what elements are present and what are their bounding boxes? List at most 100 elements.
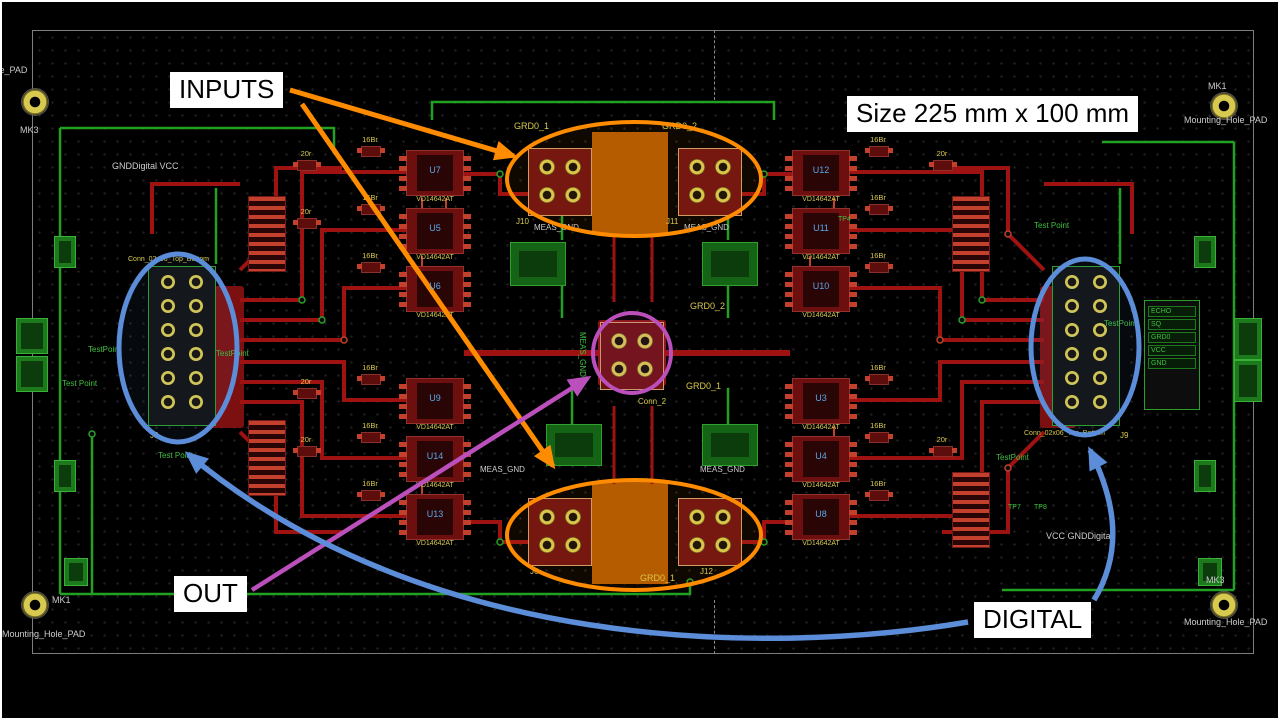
io-pin-label: SQ [1148,319,1196,331]
silkscreen-label: TestPoint [88,345,121,354]
red-traces [150,166,1134,544]
ic-designator: U6 [429,281,441,291]
silkscreen-label: Conn_2 [638,397,667,406]
silkscreen-label: Mounting_Hole_PAD [1184,115,1268,125]
edge-connector [1234,360,1262,402]
out-callout-label: OUT [174,576,247,612]
silkscreen-label: Mounting_Hole_PAD [0,65,28,75]
mounting-hole [1211,93,1237,119]
ic-designator: U9 [429,393,441,403]
io-pin-label: GND [1148,358,1196,370]
ic-part-number: VD14642AT [416,312,454,319]
component-label: 16Br [870,251,886,260]
ic-designator: U14 [426,451,444,461]
silkscreen-label: VCC GNDDigital [1046,531,1113,541]
silkscreen-label: Test Point [62,379,98,388]
highlight-inputs-top [505,120,763,238]
component-label: 20r [300,207,312,216]
silkscreen-label: GRD0_1 [686,381,722,391]
silkscreen-label: TP8 [1034,504,1047,511]
silkscreen-label: MEAS_GND [480,465,525,474]
mounting-hole [1211,592,1237,618]
silkscreen-label: MEAS_GND [700,465,745,474]
ic-part-number: VD14642AT [802,424,840,431]
silkscreen-label: TestPoint [216,350,249,358]
edge-connector [64,558,88,586]
resistor-network [248,420,286,496]
passive-component [357,262,385,273]
passive-component [357,432,385,443]
component-label: 20r [300,149,312,158]
edge-connector [1194,460,1216,492]
connector-4pad [678,498,742,566]
io-pin-label: ECHO [1148,306,1196,318]
passive-component [293,218,321,229]
silkscreen-label: Mounting_Hole_PAD [2,629,86,639]
resistor-network [952,196,990,272]
edge-connector [1194,236,1216,268]
component-label: 16Br [870,135,886,144]
highlight-out-center [591,311,673,395]
silkscreen-label: Test Point [1034,221,1070,230]
digital-callout-label: DIGITAL [974,602,1092,638]
silkscreen-label: Conn_02x06_Top_Bottom [128,256,209,263]
silkscreen-label: MK1 [52,595,71,605]
silkscreen-label: MK1 [1208,81,1227,91]
connector-2x6 [148,266,216,426]
ic-designator: U5 [429,223,441,233]
copper-zone-top [592,132,668,234]
mounting-hole [22,89,48,115]
component-label: 20r [936,149,948,158]
silkscreen-label: J12 [700,568,713,576]
passive-component [865,262,893,273]
passive-component [357,490,385,501]
silkscreen-label: Mounting_Hole_PAD [1184,617,1268,627]
silkscreen-label: MEAS_GND [534,223,579,232]
ic-part-number: VD14642AT [416,540,454,547]
ic-designator: U10 [812,281,830,291]
passive-component [357,374,385,385]
io-pin-label: VCC [1148,345,1196,357]
silkscreen-label: GNDDigital VCC [112,161,179,171]
component-label: 16Br [362,479,378,488]
silkscreen-label: J6 [530,567,539,576]
silkscreen-label: GRD0_1 [514,121,550,131]
green-traces [58,100,1236,596]
edge-connector [1234,318,1262,360]
ic-part-number: VD14642AT [802,312,840,319]
crosshair-mark-bottom [714,600,715,654]
silkscreen-label: Test Point [158,451,194,460]
ic-part-number: VD14642AT [416,196,454,203]
ic-part-number: VD14642AT [802,196,840,203]
highlight-inputs-bottom [505,478,763,592]
ic-designator: U11 [813,223,829,233]
component-label: 16Br [362,193,378,202]
component-label: 16Br [362,421,378,430]
inputs-callout-label: INPUTS [170,72,284,108]
connector-4pad [600,322,664,390]
arrow-digital-right [1087,446,1116,602]
passive-component [293,446,321,457]
ic-part-number: VD14642AT [416,424,454,431]
passive-component [293,388,321,399]
ic-part-number: VD14642AT [416,254,454,261]
ic-part-number: VD14642AT [802,254,840,261]
highlight-digital-right [1028,256,1142,438]
resistor-network [248,196,286,272]
mounting-hole [22,592,48,618]
edge-connector [16,356,48,392]
green-component [510,242,566,286]
component-label: 16Br [870,193,886,202]
silkscreen-label: MK3 [1206,575,1225,585]
green-component [546,424,602,466]
passive-component [865,432,893,443]
silkscreen-label: GRD0_2 [690,301,726,311]
silkscreen-label: TP7 [1008,504,1021,511]
